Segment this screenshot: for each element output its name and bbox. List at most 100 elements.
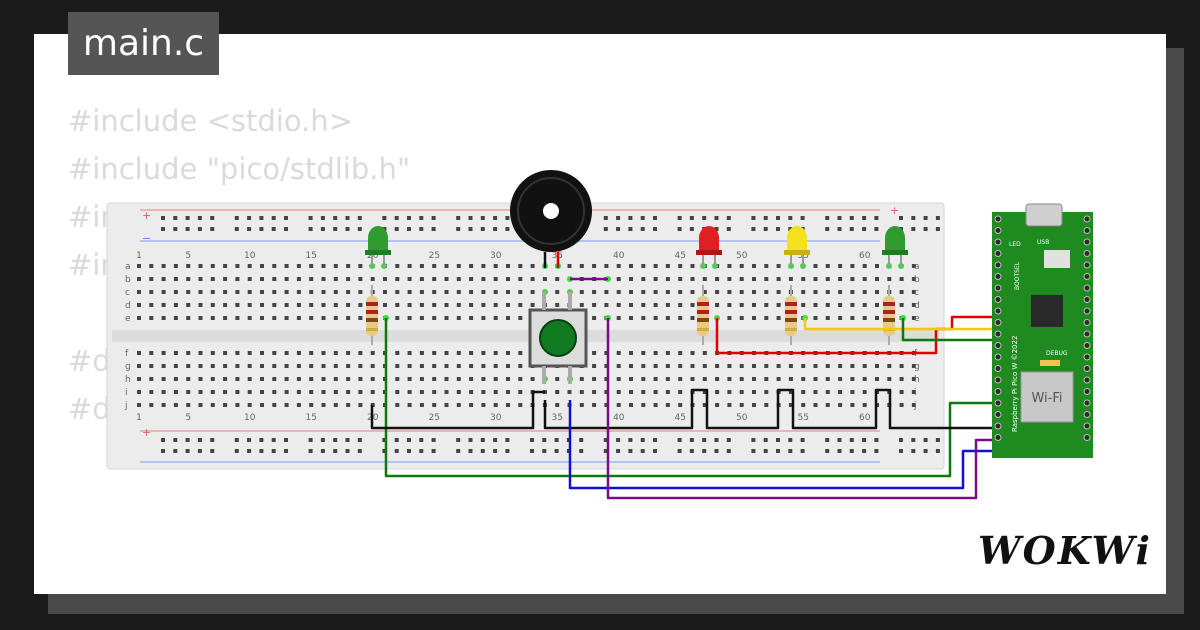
rail-hole (493, 227, 498, 231)
rail-hole (714, 438, 719, 442)
rail-hole (431, 438, 436, 442)
breadboard-hole (911, 377, 916, 381)
rail-hole (874, 227, 879, 231)
rail-hole (480, 438, 485, 442)
rail-hole (345, 449, 350, 453)
breadboard-hole (813, 277, 818, 281)
led-green-1[interactable] (365, 226, 391, 268)
led-yellow[interactable] (784, 226, 810, 268)
rail-hole (874, 449, 879, 453)
breadboard-hole (629, 403, 633, 407)
breadboard-hole (579, 390, 584, 394)
breadboard-hole (383, 303, 387, 307)
rail-hole (874, 438, 879, 442)
rail-hole (419, 227, 424, 231)
breadboard-hole (579, 290, 584, 294)
breadboard-hole (616, 316, 621, 320)
breadboard-hole (875, 303, 879, 307)
breadboard-hole (223, 390, 228, 394)
breadboard-hole (899, 390, 904, 394)
breadboard-hole (309, 290, 314, 294)
breadboard-hole (309, 277, 314, 281)
breadboard-hole (296, 390, 301, 394)
rail-hole (419, 216, 424, 220)
breadboard-hole (493, 351, 498, 355)
row-label: i (914, 388, 917, 398)
breadboard-hole (173, 290, 178, 294)
breadboard-hole (198, 390, 203, 394)
breadboard-hole (419, 377, 424, 381)
breadboard-hole (395, 351, 400, 355)
breadboard-hole (456, 290, 461, 294)
file-tab-main-c[interactable]: main.c (68, 12, 219, 75)
rail-hole (259, 216, 264, 220)
pico-pin (994, 238, 1002, 246)
breadboard-hole (456, 390, 461, 394)
breadboard-hole (161, 364, 166, 368)
breadboard-hole (272, 351, 277, 355)
breadboard-hole (358, 403, 363, 407)
led-green-2[interactable] (882, 226, 908, 268)
breadboard-hole (137, 264, 141, 268)
rail-hole (210, 227, 215, 231)
breadboard-hole (284, 403, 289, 407)
breadboard-hole (284, 390, 289, 394)
rail-hole (726, 438, 731, 442)
breadboard-hole (887, 377, 892, 381)
breadboard-hole (850, 390, 855, 394)
breadboard-hole (911, 264, 916, 268)
breadboard-hole (813, 390, 818, 394)
rail-hole (837, 227, 842, 231)
column-label: 45 (674, 251, 685, 261)
breadboard-hole (407, 290, 412, 294)
rail-hole (751, 227, 756, 231)
breadboard-hole (284, 303, 289, 307)
breadboard-hole (862, 364, 867, 368)
breadboard-hole (395, 277, 400, 281)
breadboard-hole (173, 303, 178, 307)
breadboard-hole (296, 264, 301, 268)
breadboard-hole (358, 316, 363, 320)
rail-hole (788, 227, 793, 231)
breadboard-hole (850, 264, 855, 268)
breadboard-hole (702, 364, 707, 368)
rail-hole (800, 449, 805, 453)
breadboard-hole (838, 277, 843, 281)
rail-hole (714, 216, 719, 220)
breadboard-hole (911, 303, 916, 307)
breadboard-hole (223, 364, 228, 368)
breadboard-hole (223, 316, 228, 320)
plus-label: + (142, 209, 151, 222)
row-label: e (914, 314, 920, 324)
breadboard-hole (247, 290, 252, 294)
breadboard-hole (309, 264, 314, 268)
breadboard-hole (653, 277, 658, 281)
pico-pin (994, 330, 1002, 338)
rail-hole (247, 449, 252, 453)
breadboard-hole (260, 303, 264, 307)
push-button[interactable] (528, 292, 588, 384)
breadboard-hole (579, 403, 584, 407)
pico-pin (994, 250, 1002, 257)
led-red[interactable] (696, 226, 722, 268)
breadboard-hole (333, 364, 338, 368)
breadboard-hole (247, 403, 252, 407)
breadboard-hole (727, 364, 732, 368)
rail-hole (726, 216, 731, 220)
rail-hole (357, 438, 362, 442)
breadboard-hole (678, 277, 683, 281)
breadboard-hole (333, 390, 338, 394)
breadboard-hole (850, 290, 855, 294)
rail-hole (653, 227, 657, 231)
breadboard-hole (173, 277, 178, 281)
breadboard-hole (702, 377, 707, 381)
breadboard-hole (198, 364, 203, 368)
rail-hole (185, 449, 190, 453)
rail-hole (837, 216, 842, 220)
breadboard-hole (260, 364, 264, 368)
pico-pin (994, 388, 1002, 395)
breadboard-hole (702, 403, 707, 407)
breadboard-hole (346, 377, 351, 381)
rail-hole (542, 449, 547, 453)
rail-hole (308, 438, 313, 442)
